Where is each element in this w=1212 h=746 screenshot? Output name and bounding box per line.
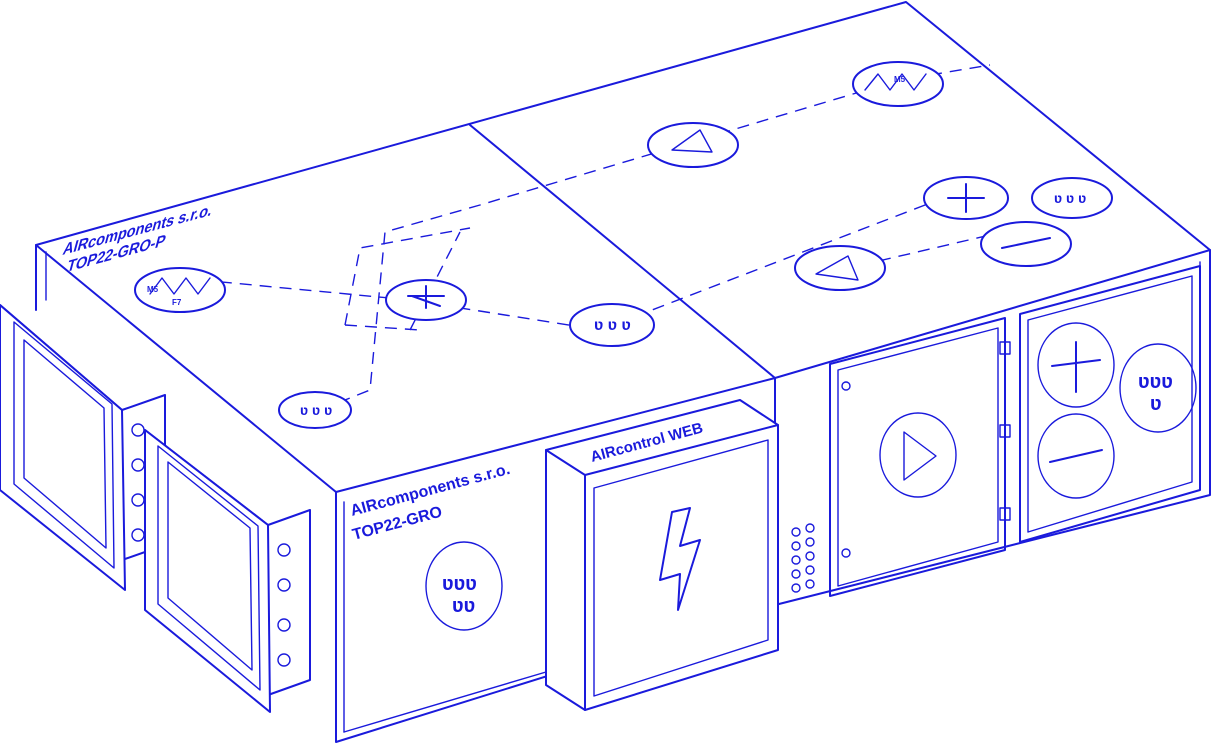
recuperator-icon [385,279,467,321]
svg-text:ʋ: ʋ [1150,393,1162,415]
svg-text:ʋʋʋ: ʋʋʋ [442,573,477,595]
heater-icon [1037,322,1115,408]
humidifier-icon: ʋʋʋ ʋ [1119,343,1197,433]
filter-icon: M5 F7 [134,267,226,313]
duct-flange-2 [144,429,311,713]
filter-class-m5-return: M5 [894,75,906,84]
svg-text:ʋʋʋ: ʋʋʋ [1138,371,1173,393]
filter-class-f7: F7 [172,298,182,307]
fan-icon [647,122,739,168]
humidifier-icon: ʋ ʋ ʋ [278,391,352,429]
humidifier-icon: ʋ ʋ ʋ [569,303,655,347]
filter-icon: M5 [852,61,944,107]
svg-text:ʋ ʋ ʋ: ʋ ʋ ʋ [300,402,332,418]
svg-text:ʋ ʋ ʋ: ʋ ʋ ʋ [594,317,631,334]
control-box: AIRcontrol WEB [545,399,779,711]
heater-icon [923,176,1009,220]
right-service-panel [791,265,1201,597]
filter-class-m5: M5 [147,285,159,294]
svg-text:ʋ ʋ ʋ: ʋ ʋ ʋ [1054,190,1086,206]
air-flow-paths [179,64,1021,411]
cooler-icon [980,221,1072,267]
electric-icon [659,507,701,611]
vent-holes [791,523,815,593]
svg-text:ʋʋ: ʋʋ [452,595,475,617]
duct-flange-1 [0,304,166,591]
cooler-icon [1037,413,1115,499]
humidifier-icon: ʋ ʋ ʋ [1031,177,1113,219]
humidifier-icon: ʋʋʋ ʋʋ [425,541,503,631]
fan-icon [794,245,886,291]
fan-icon [879,412,957,498]
